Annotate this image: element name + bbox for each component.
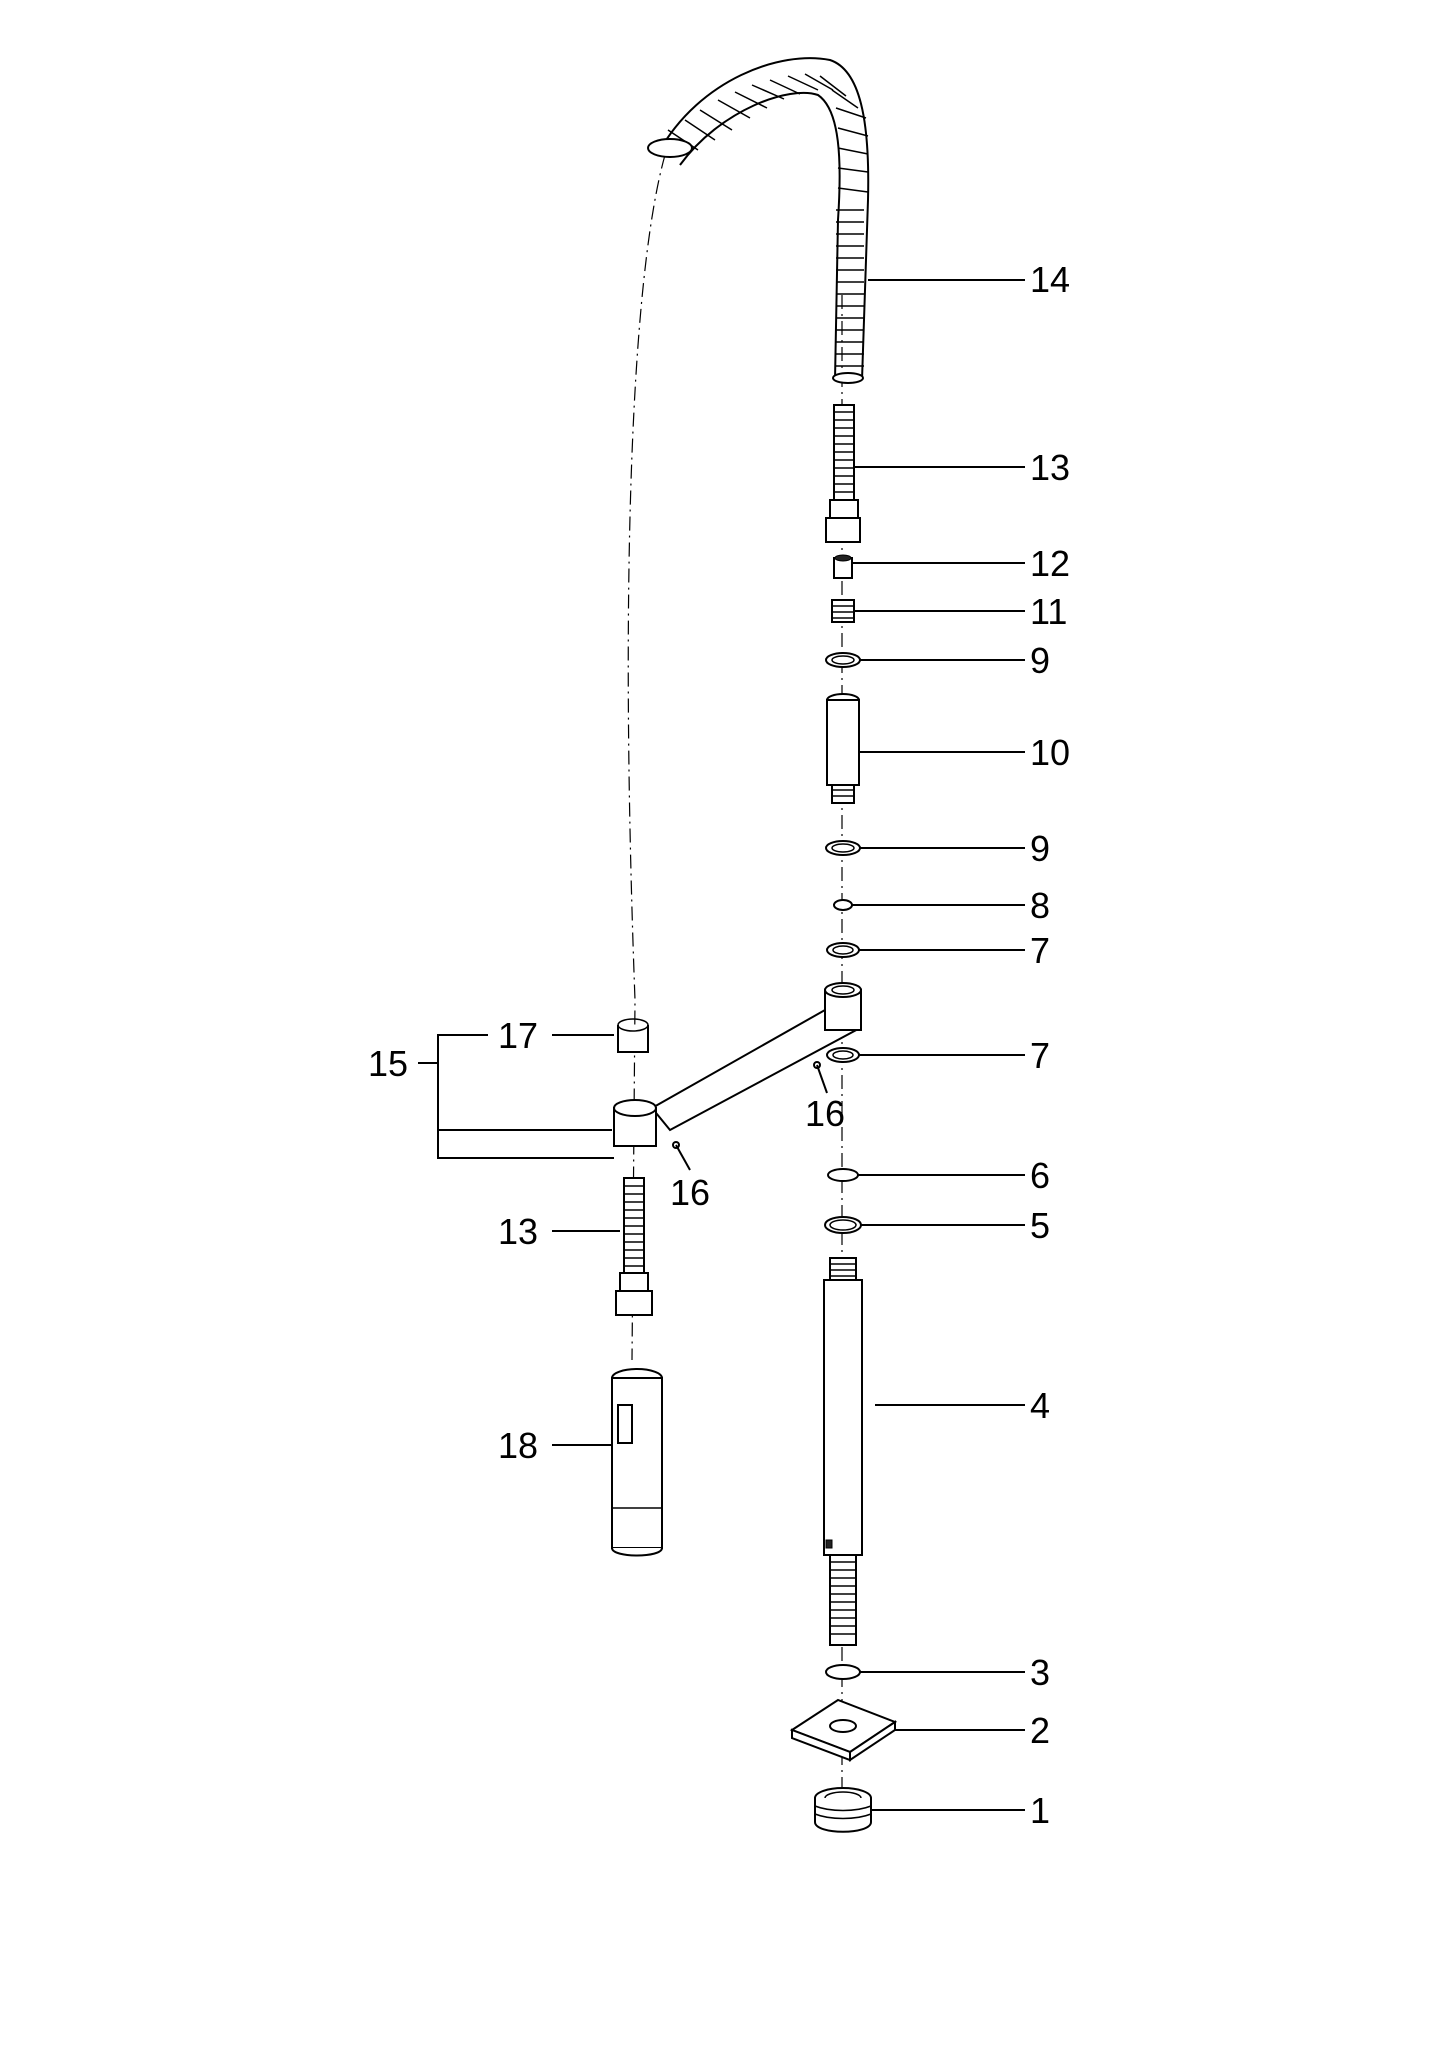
callout-7-upper: 7 — [1030, 930, 1050, 971]
callout-9-lower: 9 — [1030, 828, 1050, 869]
part-14-coiled-hose — [647, 57, 870, 384]
callout-2: 2 — [1030, 1710, 1050, 1751]
part-7-ring-lower — [826, 1047, 860, 1063]
part-1-threaded-nut — [814, 1787, 872, 1833]
leader-16-right — [816, 1064, 828, 1094]
bracket-15 — [418, 1034, 614, 1159]
part-17-holder-clip — [617, 1018, 649, 1053]
part-18-hand-shower — [611, 1368, 663, 1557]
part-6-o-ring — [827, 1168, 859, 1182]
part-8-o-ring — [833, 899, 853, 911]
callout-9-upper: 9 — [1030, 640, 1050, 681]
callout-15: 15 — [368, 1043, 408, 1084]
callout-14: 14 — [1030, 259, 1070, 300]
part-15-swivel-arm — [613, 982, 863, 1147]
callout-3: 3 — [1030, 1652, 1050, 1693]
part-5-ring — [824, 1216, 862, 1234]
callout-16-left: 16 — [670, 1172, 710, 1213]
callout-16-right: 16 — [805, 1093, 845, 1134]
callout-13-lower: 13 — [498, 1211, 538, 1252]
part-3-o-ring — [825, 1664, 861, 1680]
callout-5: 5 — [1030, 1205, 1050, 1246]
part-11-check-valve — [831, 599, 855, 623]
callout-11: 11 — [1030, 591, 1067, 632]
callout-8: 8 — [1030, 885, 1050, 926]
part-4-spout-body — [823, 1257, 863, 1646]
hose-path-axis — [627, 154, 666, 1361]
callout-10: 10 — [1030, 732, 1070, 773]
callout-7-lower: 7 — [1030, 1035, 1050, 1076]
part-2-square-plate — [789, 1698, 898, 1762]
part-13-upper-hose-connector — [825, 404, 861, 543]
callout-12: 12 — [1030, 543, 1070, 584]
leader-16-left — [675, 1144, 691, 1171]
callout-17: 17 — [498, 1015, 538, 1056]
callout-18: 18 — [498, 1425, 538, 1466]
part-9-seal-ring-lower — [825, 840, 861, 856]
part-12-nipple — [833, 554, 853, 579]
callout-1: 1 — [1030, 1790, 1050, 1831]
callout-13-upper: 13 — [1030, 447, 1070, 488]
part-9-seal-ring-upper — [825, 652, 861, 668]
callout-6: 6 — [1030, 1155, 1050, 1196]
part-7-ring-upper — [826, 942, 860, 958]
callout-4: 4 — [1030, 1385, 1050, 1426]
part-13-lower-hose-connector — [615, 1177, 653, 1316]
part-10-extension-piece — [826, 693, 860, 804]
